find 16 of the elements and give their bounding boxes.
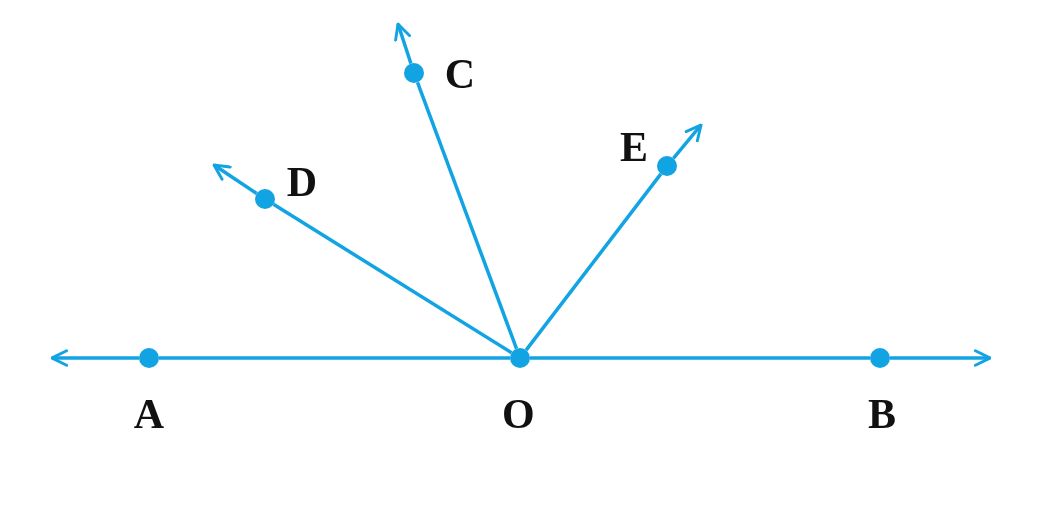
line-segment <box>530 356 870 360</box>
line-segment <box>524 172 663 352</box>
ray-arrow <box>672 123 703 160</box>
point-label: D <box>286 162 318 202</box>
ray-arrow <box>890 349 992 367</box>
point-label: E <box>619 127 649 167</box>
line-segment <box>272 202 513 355</box>
ray-arrow <box>50 349 139 367</box>
point-label: B <box>867 394 897 434</box>
ray-arrow <box>394 22 413 65</box>
line-segment <box>415 81 519 350</box>
line-segment <box>159 356 510 360</box>
point-label: C <box>444 54 476 94</box>
ray-arrow <box>212 163 258 195</box>
point-label: A <box>133 394 165 434</box>
point-label: O <box>502 394 534 434</box>
